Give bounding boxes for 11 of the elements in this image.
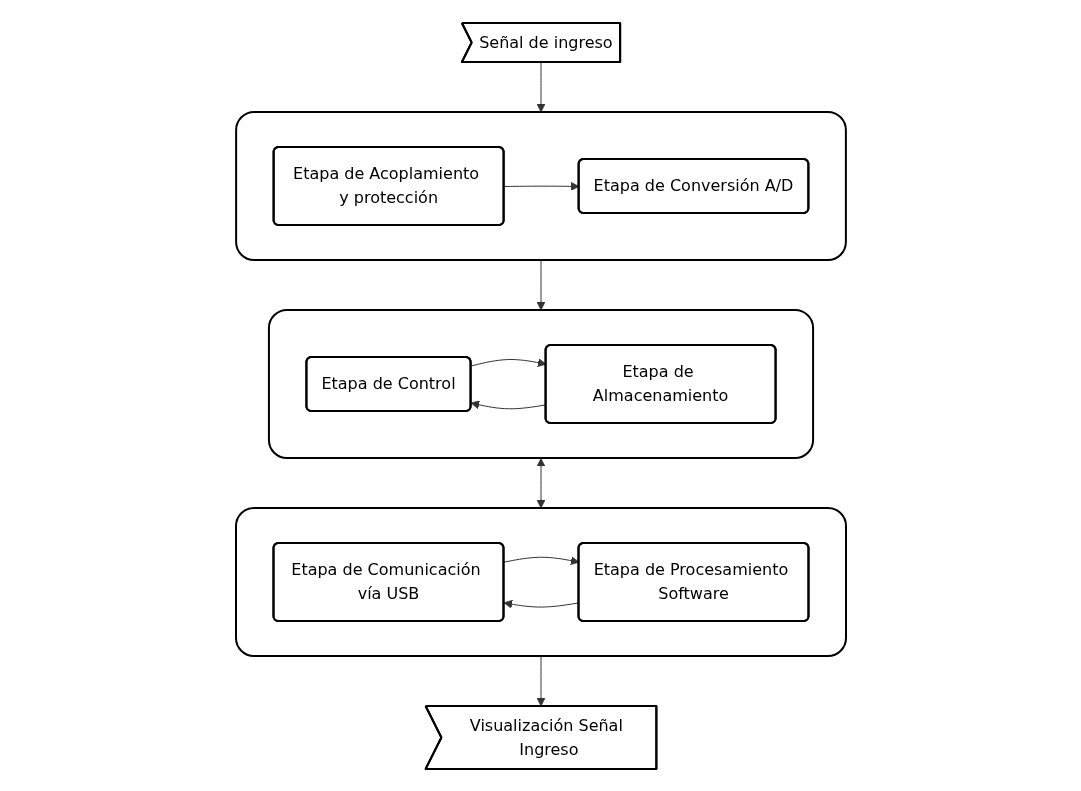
arrow: [470, 357, 546, 367]
cluster: [234, 506, 847, 657]
arrow: [536, 259, 545, 310]
arrow: [503, 555, 579, 565]
arrow: [536, 61, 545, 112]
arrow: [503, 181, 579, 191]
arrow: [503, 599, 579, 608]
cluster: [267, 308, 814, 459]
arrow: [536, 457, 545, 508]
arrow: [536, 655, 545, 706]
cluster: [234, 110, 847, 261]
